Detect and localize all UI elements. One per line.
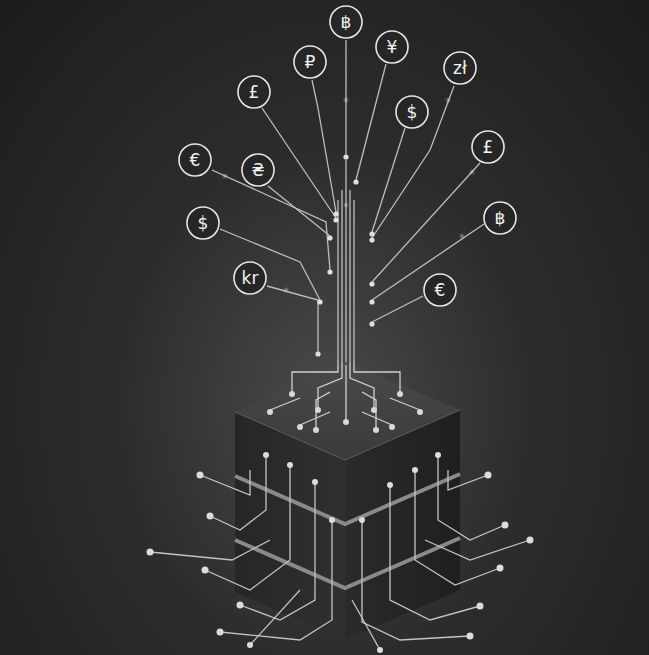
currency-symbol: kr (242, 270, 259, 287)
chip-wire (150, 455, 530, 650)
currency-circle: £ (237, 75, 271, 109)
currency-circle: zł (443, 51, 477, 85)
currency-circle: $ (186, 206, 220, 240)
currency-symbol: ₽ (305, 54, 316, 71)
chip-trace (270, 360, 420, 428)
currency-circle: € (178, 143, 212, 177)
currency-symbol: ฿ (495, 210, 506, 227)
currency-circle: ₴ (241, 153, 275, 187)
currency-symbol: $ (198, 215, 209, 232)
trace-glow (223, 98, 473, 291)
chip-block (235, 362, 460, 640)
currency-circle: kr (233, 261, 267, 295)
currency-circle: ฿ (483, 201, 517, 235)
currency-circle: £ (471, 130, 505, 164)
currency-circle: € (423, 273, 457, 307)
currency-circle: $ (395, 95, 429, 129)
currency-circle: ¥ (375, 30, 409, 64)
circuit-trace (212, 40, 484, 365)
trace-dot (315, 154, 374, 356)
currency-symbol: $ (407, 104, 418, 121)
currency-symbol: € (435, 282, 446, 299)
currency-symbol: ฿ (341, 14, 352, 31)
currency-symbol: ¥ (387, 39, 398, 56)
currency-symbol: € (190, 152, 201, 169)
currency-symbol: ₴ (251, 162, 264, 179)
currency-symbol: £ (249, 84, 260, 101)
currency-symbol: £ (483, 139, 494, 156)
currency-circle: ₽ (293, 45, 327, 79)
currency-circle: ฿ (329, 5, 363, 39)
chip-pad (267, 391, 423, 433)
currency-symbol: zł (453, 60, 467, 77)
wire-end (147, 452, 534, 653)
